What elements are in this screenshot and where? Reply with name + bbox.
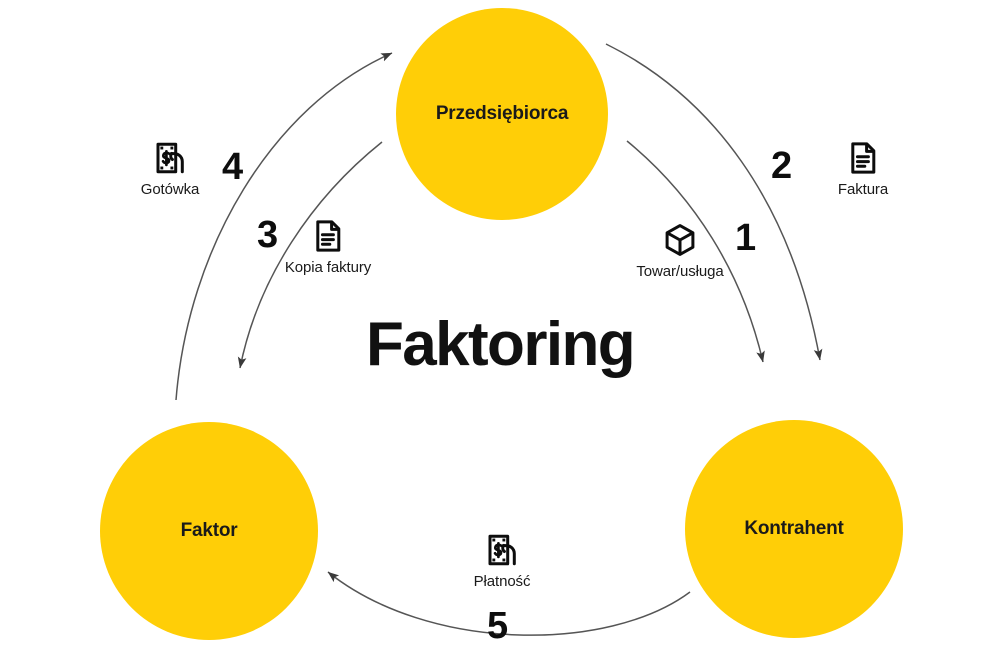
document-icon	[316, 220, 341, 252]
node-przedsiebiorca-label: Przedsiębiorca	[435, 102, 569, 124]
step-2-item: Faktura	[793, 140, 933, 198]
step-4-item: Gotówka	[100, 140, 240, 198]
node-kontrahent-label: Kontrahent	[744, 517, 844, 539]
diagram-title: Faktoring	[365, 310, 636, 379]
cash-hand-icon	[488, 534, 516, 566]
step-3-item: Kopia faktury	[258, 218, 398, 276]
document-icon	[851, 142, 876, 174]
step-5-number: 5	[487, 605, 508, 647]
step-1-caption: Towar/usługa	[636, 263, 724, 280]
node-kontrahent[interactable]: Kontrahent	[685, 420, 903, 638]
node-faktor-label: Faktor	[180, 519, 238, 541]
step-5-item: Płatność	[432, 532, 572, 590]
step-3-caption: Kopia faktury	[284, 259, 372, 276]
cube-icon	[665, 224, 695, 256]
node-faktor[interactable]: Faktor	[100, 422, 318, 640]
node-przedsiebiorca[interactable]: Przedsiębiorca	[396, 8, 608, 220]
step-3-number: 3	[257, 214, 278, 256]
arc-step-2	[605, 43, 823, 361]
step-1-item: Towar/usługa	[610, 222, 750, 280]
step-4-number: 4	[222, 146, 243, 188]
step-1-number: 1	[735, 217, 756, 259]
cash-hand-icon	[156, 142, 184, 174]
step-5-caption: Płatność	[473, 573, 531, 590]
step-2-number: 2	[771, 145, 792, 187]
step-2-caption: Faktura	[837, 181, 889, 198]
step-4-caption: Gotówka	[140, 181, 200, 198]
